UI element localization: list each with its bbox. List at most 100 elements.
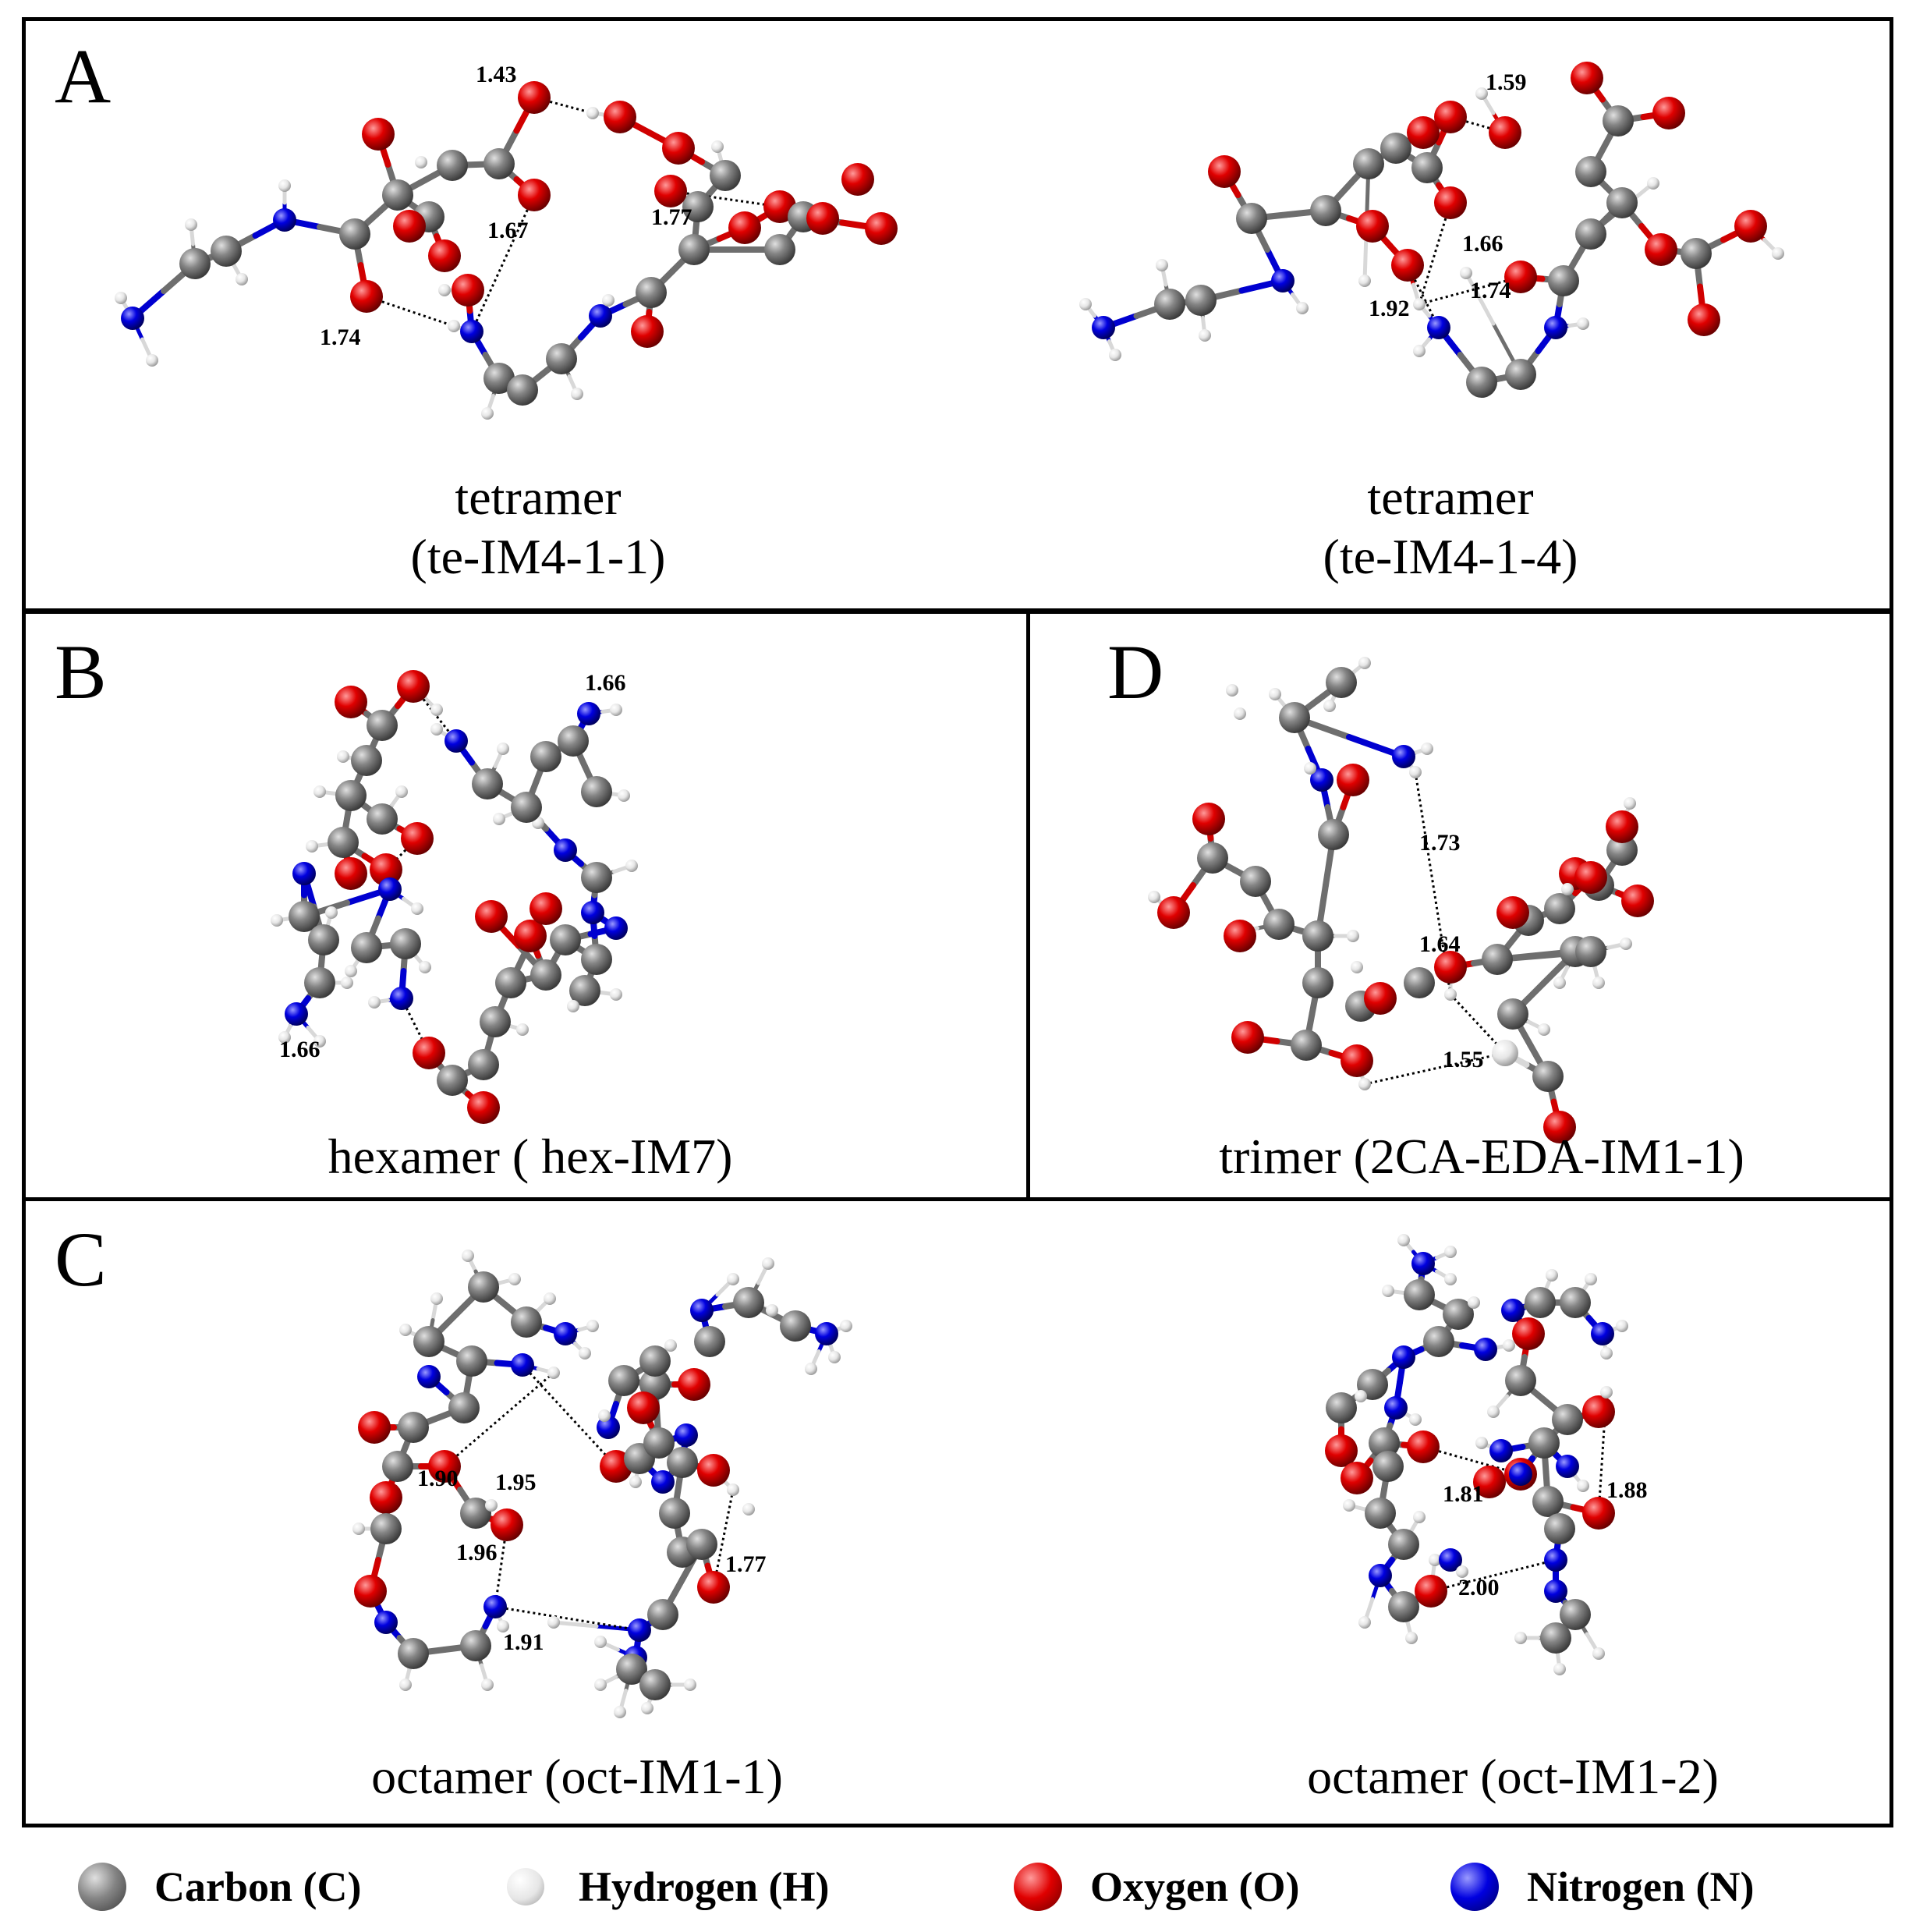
hydrogen-atom xyxy=(430,704,443,716)
nitrogen-atom xyxy=(1392,745,1415,768)
hydrogen-atom xyxy=(1343,1499,1355,1512)
carbon-atom xyxy=(1443,1299,1474,1330)
carbon-atom xyxy=(1525,1287,1556,1318)
hydrogen-bond xyxy=(1450,115,1506,134)
hydrogen-bond xyxy=(1597,1391,1608,1514)
panel-c-letter: C xyxy=(55,1216,107,1303)
hydrogen-bond xyxy=(494,1605,640,1632)
hydrogen-atom xyxy=(497,743,509,755)
oxygen-atom xyxy=(1407,1430,1440,1463)
oxygen-atom xyxy=(1473,1466,1506,1498)
nitrogen-atom xyxy=(378,877,402,901)
oxygen-atom xyxy=(1364,982,1397,1015)
carbon-atom xyxy=(1353,148,1384,179)
carbon-atom xyxy=(367,710,398,741)
carbon-atom xyxy=(1528,1427,1560,1459)
hydrogen-atom xyxy=(1226,684,1238,697)
distance-label: 1.77 xyxy=(651,204,692,230)
nitrogen-atom xyxy=(1556,1455,1579,1478)
hydrogen-atom xyxy=(1772,247,1784,260)
nitrogen-atom xyxy=(628,1618,651,1642)
carbon-atom xyxy=(1372,1451,1404,1482)
hydrogen-atom xyxy=(411,902,423,915)
hydrogen-atom xyxy=(1475,87,1488,100)
carbon-atom xyxy=(1606,187,1638,218)
distance-label: 1.92 xyxy=(1369,296,1410,321)
hydrogen-atom xyxy=(594,1636,607,1648)
oxygen-atom xyxy=(1434,101,1467,133)
hydrogen-atom xyxy=(1148,891,1160,903)
caption-te-IM4-1-1-line2: (te-IM4-1-1) xyxy=(410,528,666,584)
hydrogen-atom xyxy=(313,1035,326,1048)
hydrogen-atom xyxy=(805,1363,817,1375)
hydrogen-atom xyxy=(1413,1511,1426,1523)
hydrogen-bond xyxy=(670,190,781,208)
hydrogen-atom xyxy=(664,1339,677,1352)
carbon-atom xyxy=(581,944,612,975)
oxygen-atom xyxy=(1645,233,1677,266)
carbon-atom xyxy=(1185,285,1217,316)
legend-oxygen: Oxygen (O) xyxy=(1014,1863,1299,1911)
hydrogen-atom xyxy=(1600,1347,1613,1359)
hydrogen-atom xyxy=(1397,1234,1410,1246)
carbon-atom xyxy=(1302,920,1333,952)
hydrogen-atom xyxy=(1296,302,1309,314)
hydrogen-atom xyxy=(547,1367,560,1379)
carbon-atom xyxy=(1411,152,1443,183)
hydrogen-atom xyxy=(1413,298,1426,310)
oxygen-atom xyxy=(1341,1044,1373,1077)
oxygen-atom xyxy=(1734,210,1767,243)
oxygen-atom xyxy=(1543,1111,1576,1143)
carbon-atom xyxy=(647,1599,678,1630)
carbon-atom xyxy=(1505,1365,1536,1396)
carbon-atom xyxy=(1505,359,1536,390)
hydrogen-atom xyxy=(544,1292,556,1305)
hydrogen-atom xyxy=(1647,177,1659,190)
nitrogen-atom xyxy=(273,208,296,232)
hydrogen-atom xyxy=(146,354,158,367)
hydrogen-atom xyxy=(415,156,427,168)
carbon-atom xyxy=(1540,1622,1571,1654)
nitrogen-atom xyxy=(604,916,628,940)
hydrogen-atom xyxy=(1487,1406,1500,1418)
carbon-atom xyxy=(472,768,503,799)
legend-hydrogen: Hydrogen (H) xyxy=(507,1863,830,1911)
carbon-atom xyxy=(1552,1404,1583,1435)
oxygen-atom xyxy=(358,1411,391,1444)
hydrogen-atom xyxy=(629,1476,642,1488)
oxygen-atom xyxy=(1434,951,1467,984)
carbon-atom xyxy=(780,1310,811,1342)
oxygen-atom xyxy=(514,920,547,952)
hydrogen-atom xyxy=(1358,1078,1371,1090)
carbon-atom xyxy=(1291,1030,1322,1061)
nitrogen-atom xyxy=(1411,1252,1435,1275)
hydrogen-atom xyxy=(337,750,349,763)
caption-te-IM4-1-4: tetramer (te-IM4-1-4) xyxy=(1217,468,1684,586)
hydrogen-atom xyxy=(1358,1616,1371,1629)
hydrogen-atom xyxy=(1358,657,1371,669)
oxygen-atom xyxy=(1582,1395,1615,1428)
carbon-atom xyxy=(569,975,600,1006)
carbon-atom xyxy=(678,234,710,265)
carbon-atom xyxy=(460,1630,491,1661)
nitrogen-atom xyxy=(1092,316,1115,339)
hydrogen-atom xyxy=(1355,1390,1367,1402)
hydrogen-atom xyxy=(1585,1273,1597,1285)
hydrogen-atom xyxy=(345,965,357,977)
oxygen-atom xyxy=(841,163,874,196)
nitrogen-atom xyxy=(390,987,413,1010)
carbon-atom xyxy=(1326,667,1357,698)
hydrogen-atom xyxy=(586,1320,599,1332)
carbon-atom xyxy=(1388,1591,1419,1622)
oxygen-atom xyxy=(428,239,461,272)
hydrogen-bond xyxy=(1422,1445,1521,1476)
legend-carbon-label: Carbon (C) xyxy=(154,1863,362,1910)
carbon-atom xyxy=(468,1271,499,1303)
carbon-atom xyxy=(335,780,367,811)
nitrogen-atom xyxy=(1369,1564,1392,1587)
distance-label: 1.81 xyxy=(1443,1481,1484,1507)
hydrogen-atom xyxy=(618,789,630,802)
hydrogen-atom xyxy=(1456,1565,1468,1578)
